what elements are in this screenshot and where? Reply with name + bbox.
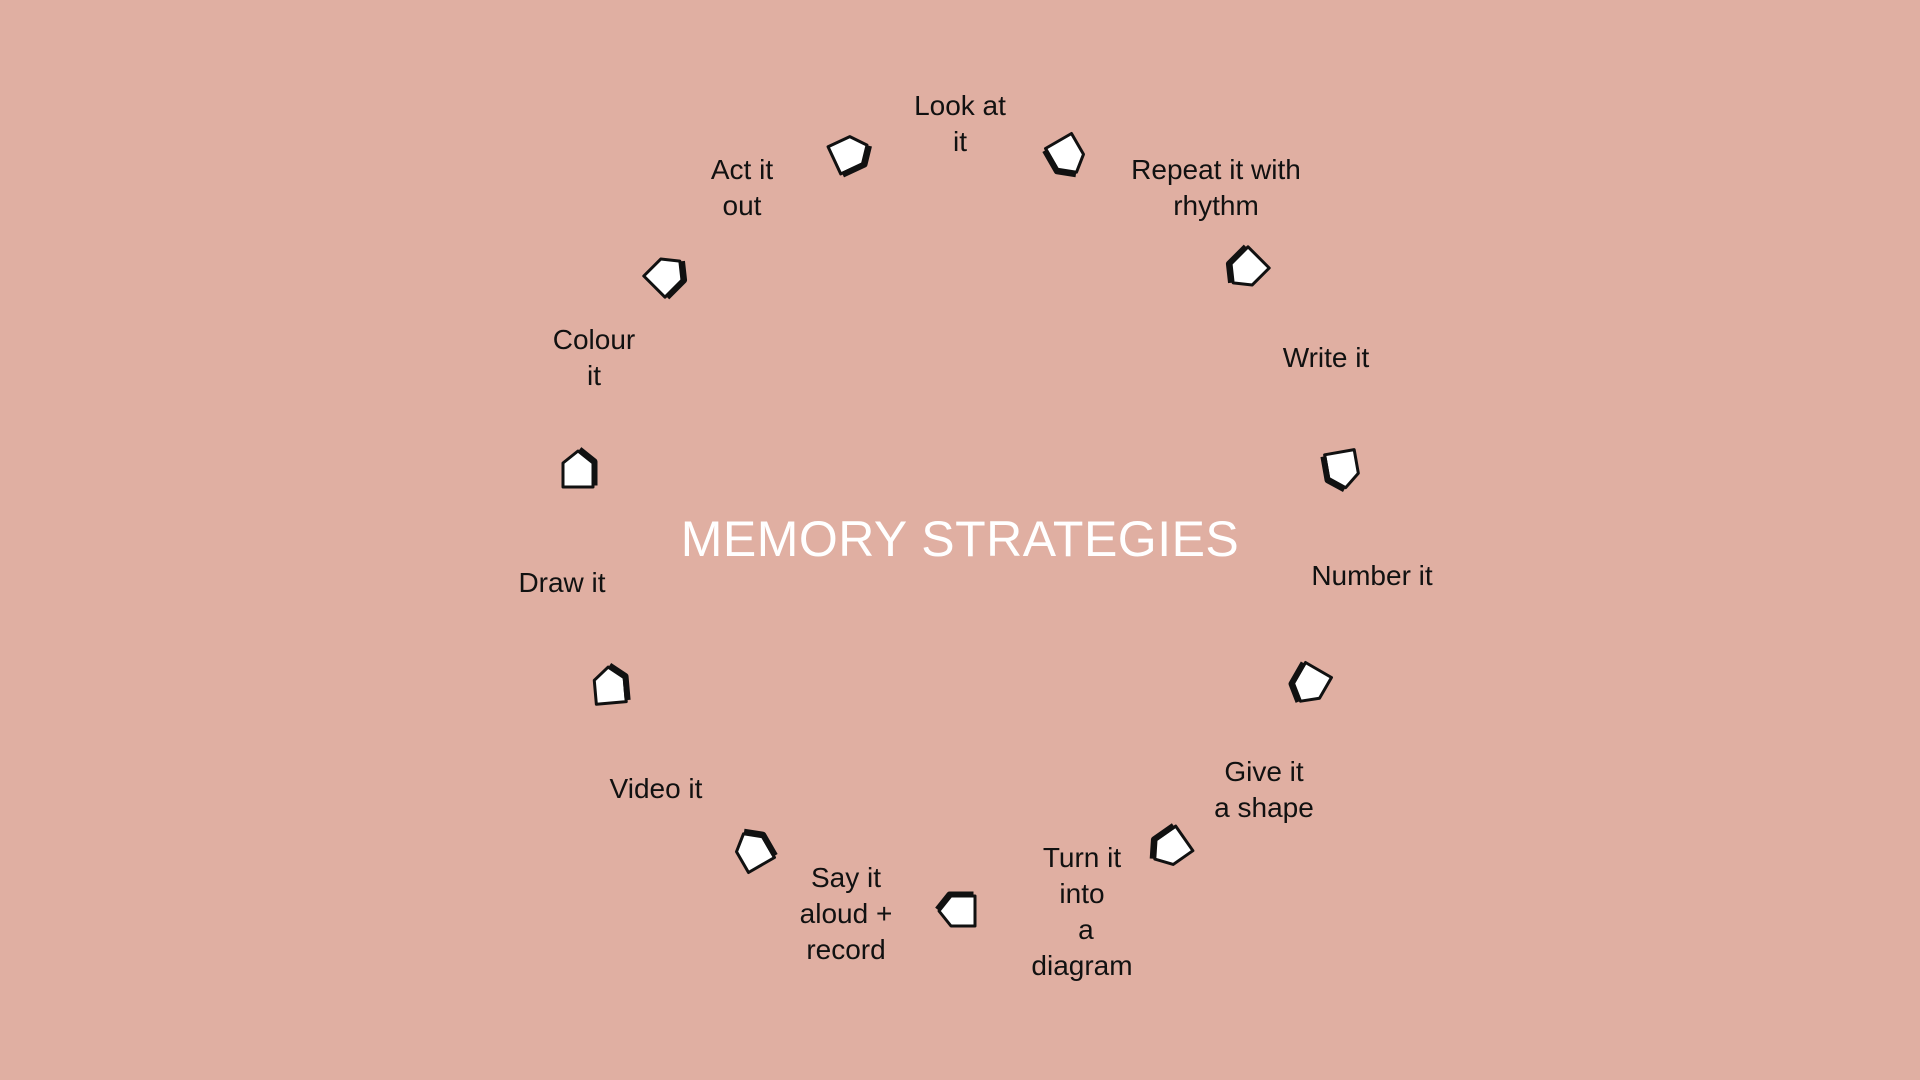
step-video-it: Video it bbox=[609, 773, 703, 804]
step-draw-it: Draw it bbox=[518, 567, 606, 598]
step-look-at-it: Look at it bbox=[914, 90, 1006, 157]
step-colour-it: Colour it bbox=[552, 324, 636, 391]
pentagon-arrow-icon bbox=[1285, 662, 1331, 710]
step-give-it-a-shape: Give it a shape bbox=[1214, 756, 1314, 823]
step-number-it: Number it bbox=[1311, 560, 1433, 591]
step-act-it-out: Act it out bbox=[710, 154, 774, 221]
pentagon-arrow-icon bbox=[1044, 134, 1090, 182]
pentagon-arrow-icon bbox=[938, 895, 976, 927]
diagram-title: MEMORY STRATEGIES bbox=[680, 511, 1240, 567]
pentagon-arrow-icon bbox=[563, 450, 595, 488]
step-say-it-aloud-record: Say it aloud + record bbox=[799, 862, 893, 965]
step-write-it: Write it bbox=[1282, 342, 1370, 373]
pentagon-arrow-icon bbox=[593, 664, 628, 704]
step-repeat-it-with-rhythm: Repeat it with rhythm bbox=[1131, 154, 1301, 221]
step-turn-it-into-a-diagram: Turn it into a diagram bbox=[1031, 842, 1133, 981]
pentagon-arrow-icon bbox=[828, 131, 875, 175]
pentagon-arrow-icon bbox=[1144, 825, 1193, 872]
pentagon-arrow-icon bbox=[1323, 450, 1361, 492]
pentagon-arrow-icon bbox=[730, 824, 776, 872]
pentagon-arrow-icon bbox=[1220, 246, 1269, 295]
pentagon-arrow-icon bbox=[644, 249, 693, 298]
